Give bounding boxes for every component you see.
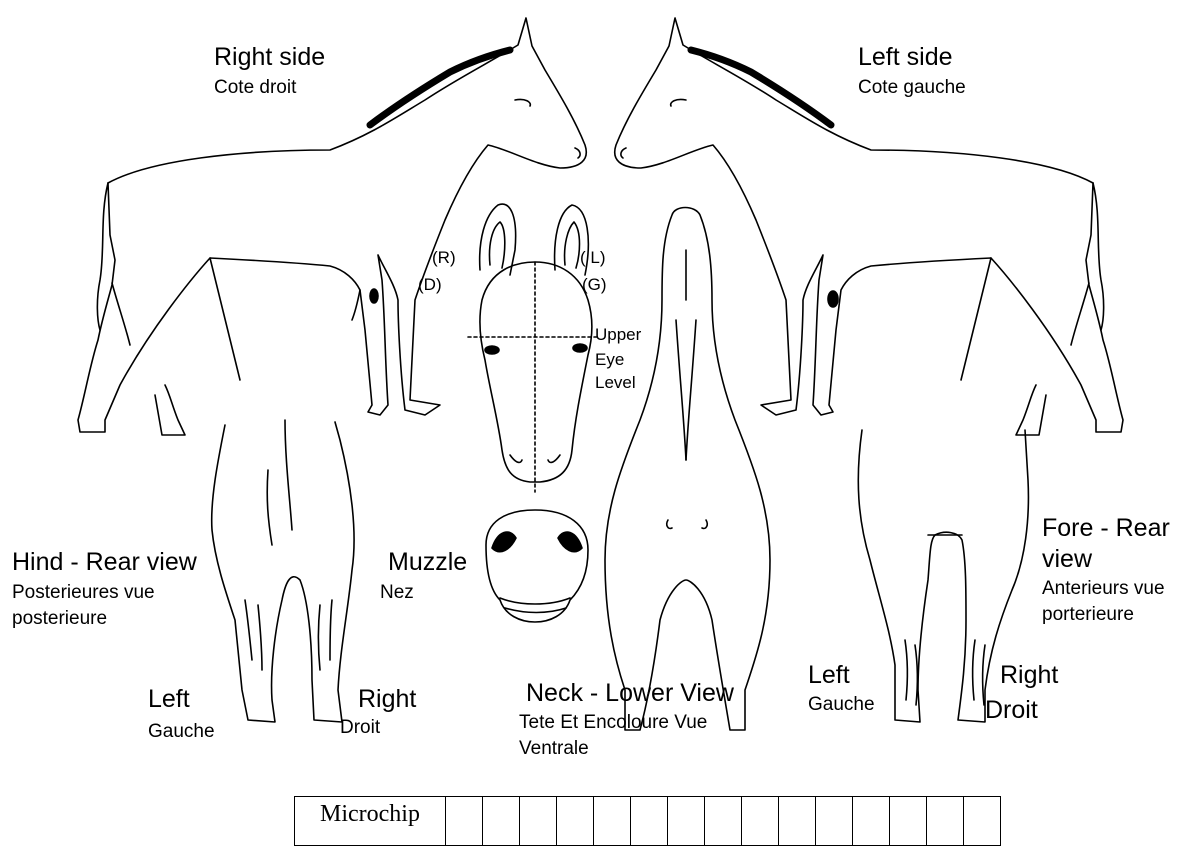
microchip-digit-cell-12[interactable] — [853, 797, 890, 846]
microchip-digit-cell-15[interactable] — [964, 797, 1001, 846]
microchip-digit-cell-6[interactable] — [631, 797, 668, 846]
fore-rear-view-title-2: view — [1042, 545, 1092, 574]
upper-eye-level-line-3: Level — [595, 373, 636, 393]
fore-left-label-fr: Gauche — [808, 694, 875, 716]
microchip-digit-cell-5[interactable] — [594, 797, 631, 846]
fore-left-label: Left — [808, 661, 850, 690]
upper-eye-level-line-2: Eye — [595, 350, 624, 370]
microchip-table: Microchip — [294, 796, 1001, 846]
microchip-digit-cell-8[interactable] — [705, 797, 742, 846]
hind-rear-view-figure — [212, 420, 354, 722]
neck-lower-view-figure — [605, 208, 770, 731]
neck-lower-view-subtitle-2: Ventrale — [519, 738, 589, 760]
hind-left-label: Left — [148, 685, 190, 714]
head-left-marker-fr: (G) — [582, 275, 607, 295]
hind-right-label-fr: Droit — [340, 717, 380, 739]
hind-rear-view-subtitle-1: Posterieures vue — [12, 582, 155, 604]
left-side-title: Left side — [858, 43, 953, 72]
hind-left-label-fr: Gauche — [148, 721, 215, 743]
right-side-title: Right side — [214, 43, 325, 72]
head-front-figure — [468, 204, 598, 492]
muzzle-subtitle: Nez — [380, 582, 414, 604]
right-side-subtitle: Cote droit — [214, 77, 296, 99]
microchip-digit-cell-10[interactable] — [779, 797, 816, 846]
microchip-digit-cell-14[interactable] — [927, 797, 964, 846]
head-right-marker-fr: (D) — [418, 275, 442, 295]
microchip-digit-cell-9[interactable] — [742, 797, 779, 846]
left-side-subtitle: Cote gauche — [858, 77, 966, 99]
hind-right-label: Right — [358, 685, 416, 714]
fore-right-label: Right — [1000, 661, 1058, 690]
muzzle-title: Muzzle — [388, 548, 467, 577]
microchip-row: Microchip — [295, 797, 1001, 846]
microchip-digit-cell-2[interactable] — [483, 797, 520, 846]
hind-rear-view-title: Hind - Rear view — [12, 548, 197, 577]
microchip-digit-cell-3[interactable] — [520, 797, 557, 846]
head-right-marker: (R) — [432, 248, 456, 268]
microchip-digit-cell-7[interactable] — [668, 797, 705, 846]
hind-rear-view-subtitle-2: posterieure — [12, 608, 107, 630]
neck-lower-view-subtitle-1: Tete Et Encoloure Vue — [519, 712, 707, 734]
upper-eye-level-line-1: Upper — [595, 325, 641, 345]
fore-right-label-fr: Droit — [985, 696, 1038, 725]
right-side-donkey-figure — [78, 18, 586, 435]
microchip-digit-cell-13[interactable] — [890, 797, 927, 846]
fore-rear-view-title-1: Fore - Rear — [1042, 514, 1170, 543]
microchip-digit-cell-11[interactable] — [816, 797, 853, 846]
microchip-label: Microchip — [295, 797, 446, 846]
head-left-marker: ( L) — [580, 248, 606, 268]
microchip-digit-cell-1[interactable] — [446, 797, 483, 846]
microchip-digit-cell-4[interactable] — [557, 797, 594, 846]
muzzle-figure — [486, 510, 588, 622]
fore-rear-view-subtitle-1: Anterieurs vue — [1042, 578, 1165, 600]
neck-lower-view-title: Neck - Lower View — [526, 679, 734, 708]
fore-rear-view-subtitle-2: porterieure — [1042, 604, 1134, 626]
